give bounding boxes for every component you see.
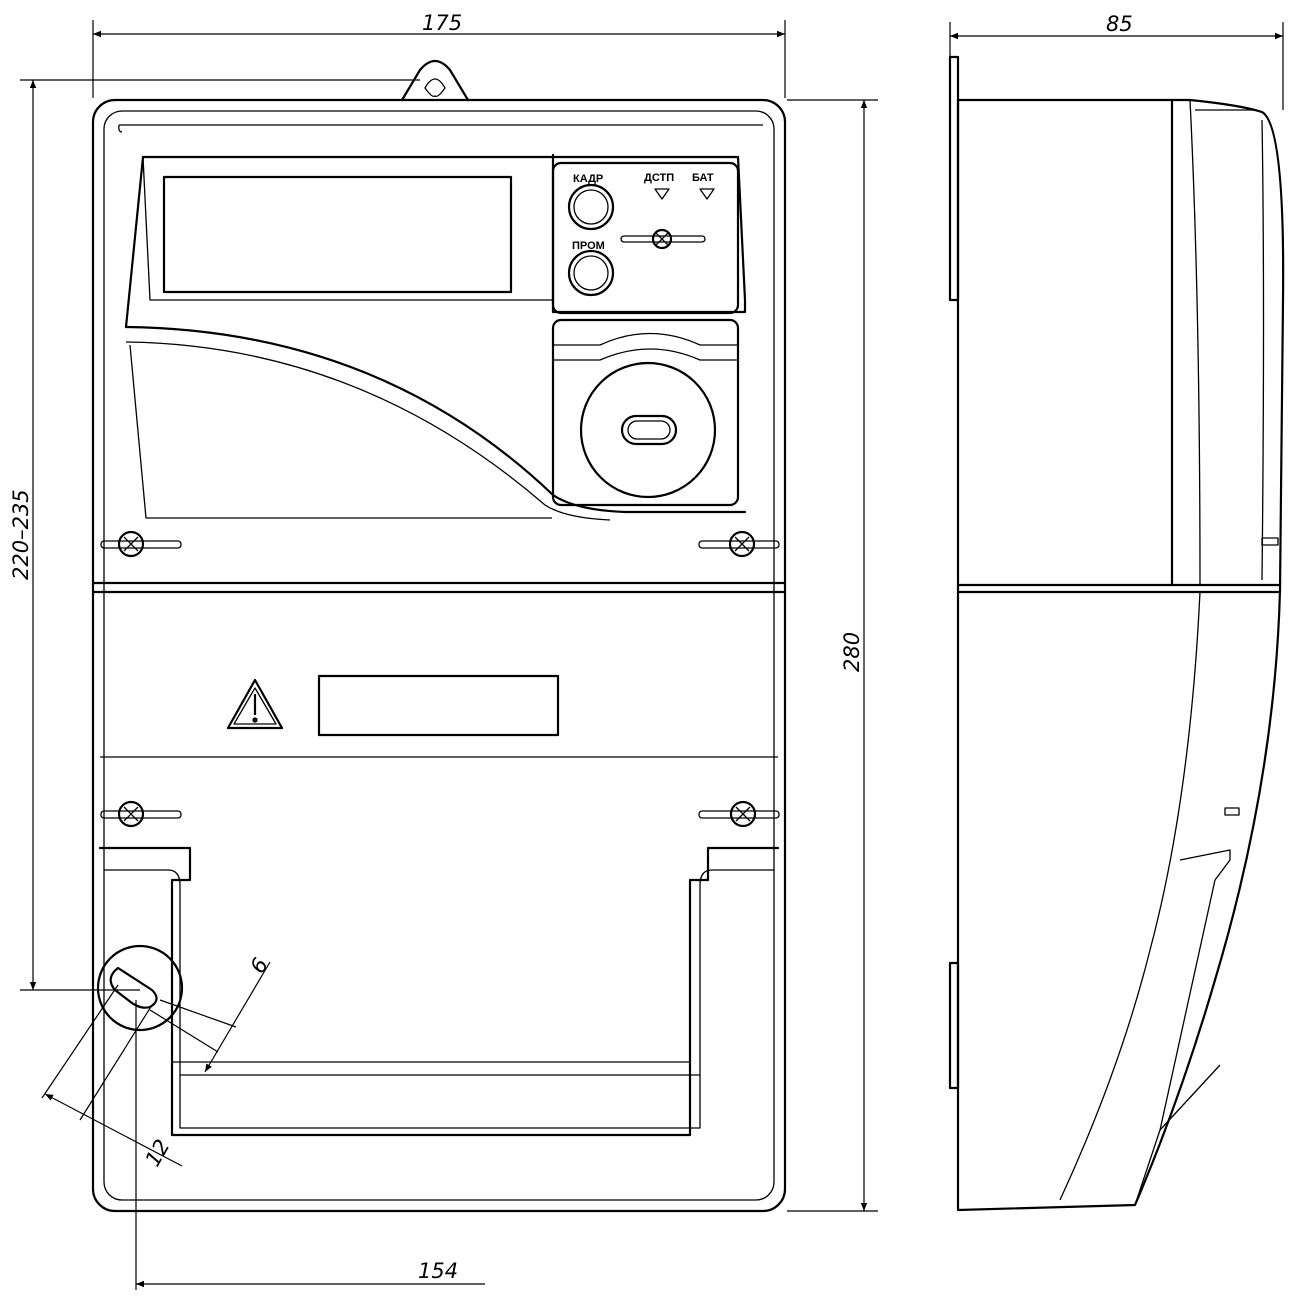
prom-label: ПРОМ (572, 240, 605, 252)
dim-width-175: 175 (422, 11, 462, 35)
warning-triangle-icon (226, 678, 284, 730)
screw-icon-upper-right (698, 530, 780, 558)
terminal-cover-recess (98, 846, 780, 1137)
dstp-indicator-icon (654, 188, 670, 200)
mounting-slot (96, 944, 184, 1032)
kadr-button (567, 183, 615, 231)
screw-icon-upper-left (100, 530, 182, 558)
panel-seal-screw-icon (620, 228, 706, 250)
label-window (317, 674, 560, 737)
control-panel (551, 161, 740, 315)
side-view (948, 55, 1285, 1212)
screw-icon-lower-left (100, 800, 182, 828)
dim-slot-width: 6 (246, 954, 273, 978)
dimension-lines: 175 85 220–235 280 154 6 12 (9, 11, 1284, 1290)
bat-label: БАТ (692, 172, 714, 184)
dim-mount-width: 154 (418, 1259, 458, 1283)
dim-slot-length: 12 (141, 1135, 175, 1170)
bat-indicator-icon (699, 188, 715, 200)
hanging-hook (400, 59, 470, 102)
prom-button (567, 249, 615, 297)
screw-icon-lower-right (698, 800, 780, 828)
curved-face-line (124, 325, 747, 514)
meter-body (91, 98, 787, 1213)
front-view: КАДР ПРОМ ДСТП БАТ (91, 59, 787, 1213)
optical-port (579, 361, 717, 499)
optical-port-housing (551, 318, 740, 507)
dstp-label: ДСТП (644, 172, 674, 184)
dim-mount-height: 220–235 (9, 489, 33, 580)
kadr-label: КАДР (573, 173, 603, 185)
side-body (956, 98, 1285, 1212)
optical-port-slot (620, 414, 678, 446)
lcd-display (162, 175, 513, 294)
dim-total-height: 280 (840, 632, 864, 672)
dim-depth-85: 85 (1106, 12, 1133, 36)
